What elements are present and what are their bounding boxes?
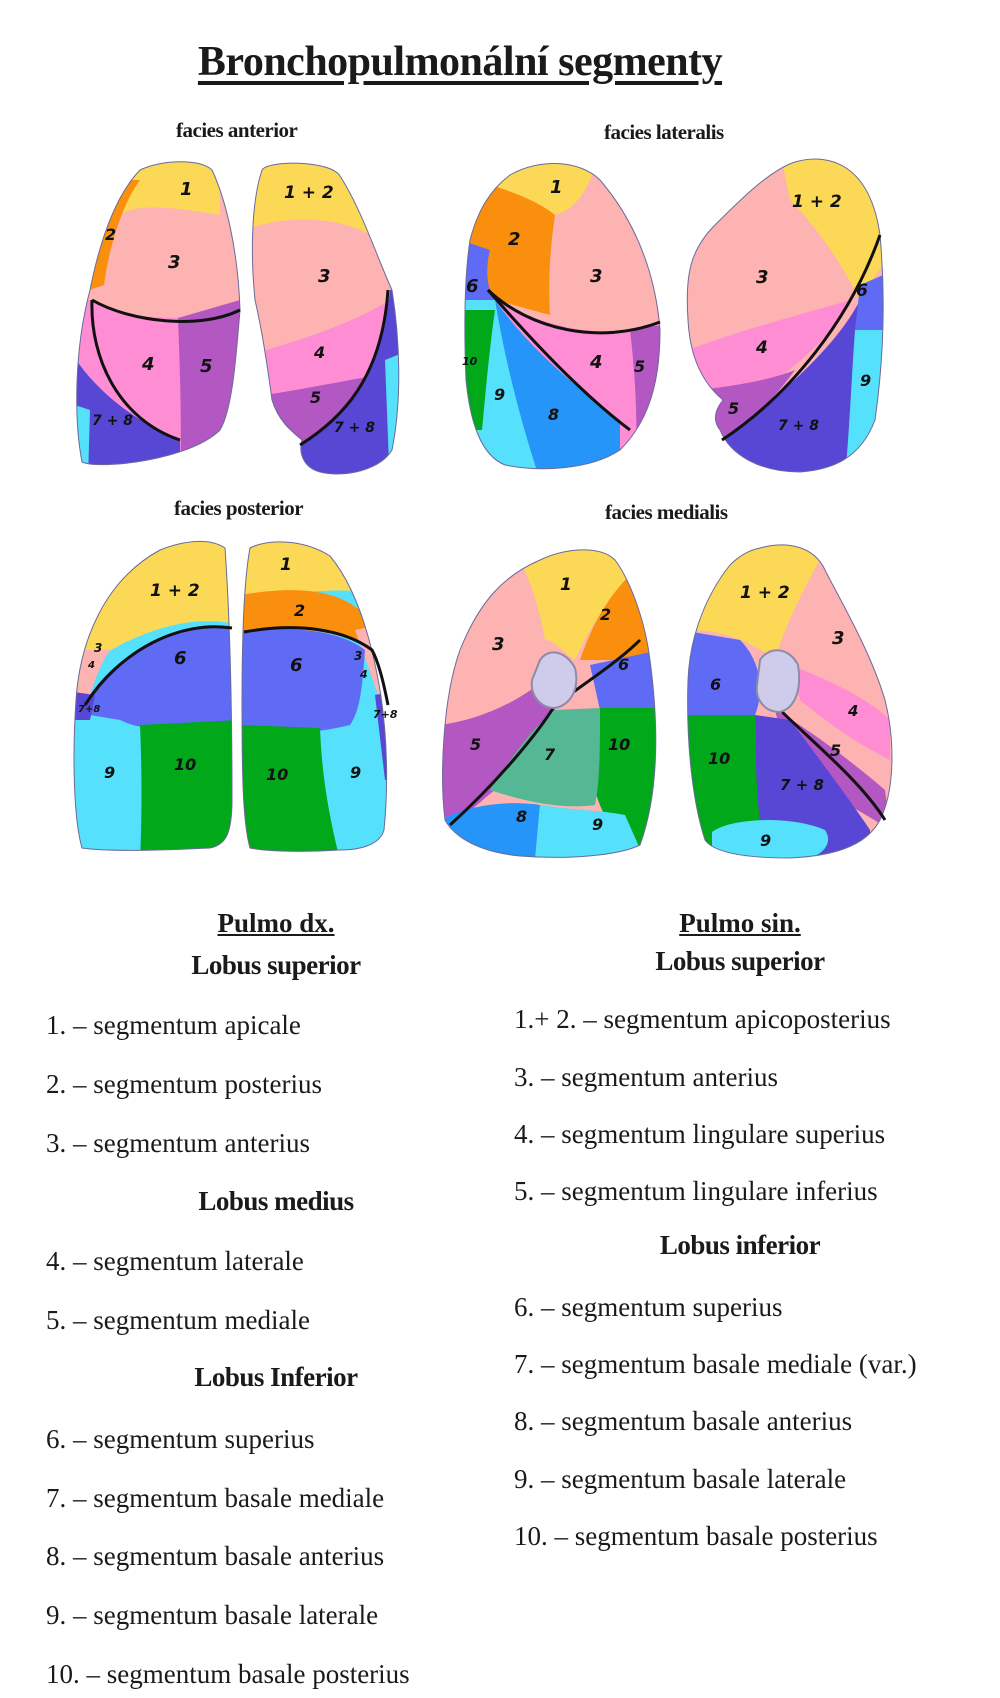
seg-label-1: 1 (560, 575, 572, 595)
seg-label-3: 3 (318, 266, 331, 287)
seg-label-2: 2 (105, 225, 116, 244)
pulmo-sin-item-3: 3. – segmentum anterius (514, 1062, 778, 1092)
seg-label-9: 9 (494, 385, 505, 404)
pulmo-dx-item-1: 1. – segmentum apicale (46, 1010, 301, 1040)
pulmo-dx-item-3: 3. – segmentum anterius (46, 1128, 310, 1158)
seg-label-10: 10 (174, 755, 196, 774)
pulmo-sin-item-10: 10. – segmentum basale posterius (514, 1521, 878, 1551)
seg-label-6: 6 (618, 655, 629, 674)
pulmo-dx-heading: Pulmo dx. (217, 908, 335, 938)
seg-label-9: 9 (104, 763, 115, 782)
seg-label-10: 10 (708, 749, 730, 768)
seg-label-1: 1 (180, 179, 193, 200)
seg-label-1-2: 1 + 2 (740, 583, 790, 603)
pulmo-sin-item-6: 6. – segmentum superius (514, 1292, 783, 1322)
seg-label-6: 6 (710, 675, 721, 694)
seg-label-3: 3 (168, 252, 181, 273)
seg-label-7-8: 7 + 8 (778, 418, 819, 434)
seg-label-4: 4 (589, 352, 603, 373)
seg-label-3: 3 (590, 266, 603, 287)
seg-label-4: 4 (847, 702, 858, 720)
seg-label-9: 9 (760, 831, 771, 850)
seg-label-3: 3 (756, 267, 769, 288)
seg-label-7-8: 7 + 8 (780, 776, 824, 794)
label-facies-medialis: facies medialis (605, 500, 728, 524)
page-title: Bronchopulmonální segmenty (197, 39, 723, 85)
pulmo-dx-item-10: 10. – segmentum basale posterius (46, 1659, 410, 1689)
seg-label-4: 4 (141, 354, 155, 375)
pulmo-dx-lobus-medius: Lobus medius (198, 1186, 354, 1216)
seg-label-7-8: 7+8 (78, 704, 100, 715)
seg-label-8: 8 (516, 807, 527, 826)
seg-label-1: 1 (550, 177, 563, 198)
seg-label-6: 6 (290, 655, 303, 676)
seg-label-4: 4 (313, 343, 325, 362)
label-facies-posterior: facies posterior (174, 496, 304, 520)
seg-label-1-2: 1 + 2 (150, 581, 200, 601)
posterior-right-lung (242, 541, 387, 852)
pulmo-dx-item-2: 2. – segmentum posterius (46, 1069, 322, 1099)
pulmo-sin-lobus-superior: Lobus superior (655, 946, 825, 976)
pulmo-dx-lobus-superior: Lobus superior (191, 950, 361, 980)
seg-label-4: 4 (755, 338, 768, 358)
seg-label-9: 9 (860, 371, 871, 390)
seg-label-4: 4 (359, 668, 368, 681)
pulmo-dx-item-5: 5. – segmentum mediale (46, 1305, 310, 1335)
seg-label-10: 10 (608, 735, 630, 754)
seg-label-6: 6 (466, 276, 479, 297)
seg-label-9: 9 (592, 815, 603, 834)
label-facies-lateralis: facies lateralis (604, 120, 724, 144)
seg-label-9: 9 (350, 763, 361, 782)
pulmo-sin-heading: Pulmo sin. (679, 908, 801, 938)
seg-label-3: 3 (94, 641, 102, 655)
pulmo-dx-item-4: 4. – segmentum laterale (46, 1246, 304, 1276)
seg-label-7-8: 7 + 8 (334, 420, 375, 436)
seg-label-2: 2 (600, 605, 611, 624)
seg-label-5: 5 (634, 357, 645, 376)
seg-label-8: 8 (548, 405, 559, 424)
seg-label-3: 3 (832, 628, 845, 649)
label-facies-anterior: facies anterior (176, 118, 298, 142)
seg-label-10: 10 (462, 355, 478, 368)
pulmo-sin-item-8: 8. – segmentum basale anterius (514, 1406, 853, 1436)
pulmo-sin-lobus-inferior: Lobus inferior (659, 1230, 821, 1260)
lateralis-right-lung (464, 163, 660, 469)
pulmo-dx-lobus-inferior: Lobus Inferior (194, 1362, 358, 1392)
seg-label-10: 10 (266, 765, 288, 784)
seg-label-5: 5 (200, 356, 213, 377)
pulmo-sin-item-9: 9. – segmentum basale laterale (514, 1464, 847, 1494)
seg-label-6: 6 (174, 648, 187, 669)
seg-label-5: 5 (310, 388, 321, 407)
posterior-left-lung (74, 541, 232, 851)
seg-label-1-2: 1 + 2 (284, 183, 334, 203)
anterior-right-lung (76, 161, 240, 465)
pulmo-sin-item-1-2: 1.+ 2. – segmentum apicoposterius (514, 1004, 891, 1034)
seg-label-7: 7 (544, 745, 556, 764)
pulmo-sin-item-4: 4. – segmentum lingulare superius (514, 1119, 886, 1149)
lung-segments-illustration: 1 2 3 4 5 7 + 8 1 + 2 3 4 5 7 + 8 1 2 3 … (73, 158, 893, 859)
seg-label-4: 4 (87, 660, 95, 671)
pulmo-dx-item-6: 6. – segmentum superius (46, 1424, 315, 1454)
pulmo-dx-item-9: 9. – segmentum basale laterale (46, 1600, 379, 1630)
seg-label-6: 6 (856, 281, 868, 301)
seg-label-5: 5 (830, 741, 841, 760)
seg-label-3: 3 (354, 649, 362, 663)
seg-label-1-2: 1 + 2 (792, 192, 842, 212)
seg-label-5: 5 (728, 399, 739, 418)
seg-label-5: 5 (470, 735, 481, 754)
pulmo-sin-item-7: 7. – segmentum basale mediale (var.) (514, 1349, 917, 1379)
seg-label-7-8: 7 + 8 (92, 413, 133, 429)
segment-numbers: 1 2 3 4 5 7 + 8 1 + 2 3 4 5 7 + 8 1 2 3 … (78, 177, 871, 850)
seg-label-1: 1 (280, 555, 292, 575)
seg-label-3: 3 (492, 634, 505, 655)
seg-label-2: 2 (508, 229, 521, 250)
pulmo-dx-item-8: 8. – segmentum basale anterius (46, 1541, 385, 1571)
seg-label-7-8: 7+8 (373, 708, 398, 721)
seg-label-2: 2 (294, 601, 305, 620)
pulmo-dx-item-7: 7. – segmentum basale mediale (46, 1483, 385, 1513)
pulmo-sin-item-5: 5. – segmentum lingulare inferius (514, 1176, 878, 1206)
